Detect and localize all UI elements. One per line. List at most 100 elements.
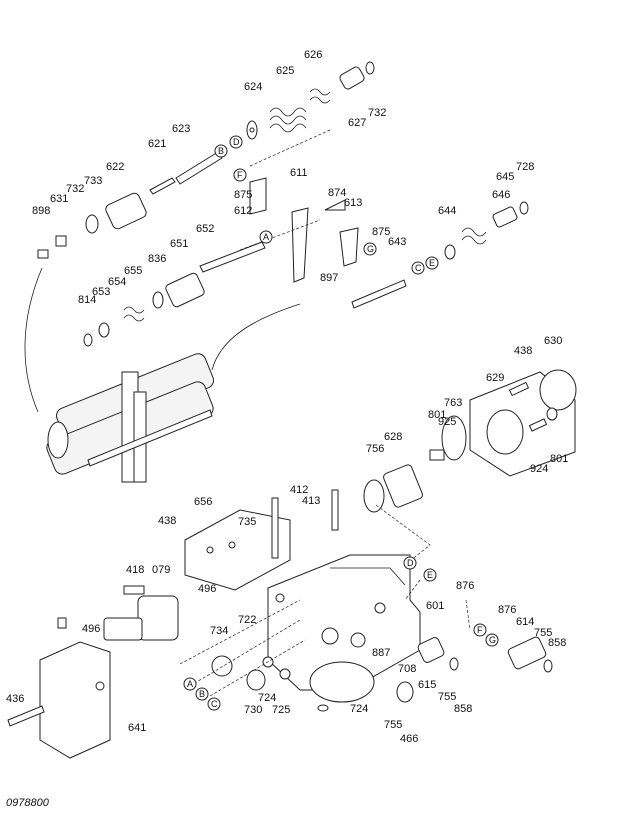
part-label: 655 xyxy=(124,265,142,277)
part-label: 732 xyxy=(66,183,84,195)
part-label: 724 xyxy=(258,692,276,704)
part-label: 708 xyxy=(398,663,416,675)
part-label: 898 xyxy=(32,205,50,217)
part-label: 732 xyxy=(368,107,386,119)
part-label: 876 xyxy=(498,604,516,616)
part-label: 924 xyxy=(530,463,548,475)
part-label: 624 xyxy=(244,81,262,93)
part-label: 646 xyxy=(492,189,510,201)
reference-letter: G xyxy=(367,244,374,254)
solenoid-079 xyxy=(103,585,179,641)
part-label: 496 xyxy=(198,583,216,595)
bracket-641 xyxy=(7,617,111,759)
part-label: 836 xyxy=(148,253,166,265)
part-label: 466 xyxy=(400,733,418,745)
reference-letter: A xyxy=(263,232,269,242)
part-label: 412 xyxy=(290,484,308,496)
part-label: 755 xyxy=(534,627,552,639)
part-label: 897 xyxy=(320,272,338,284)
part-label: 887 xyxy=(372,647,390,659)
part-label: 641 xyxy=(128,722,146,734)
part-label: 875 xyxy=(234,189,252,201)
reference-letter: A xyxy=(187,679,193,689)
part-label: 734 xyxy=(210,625,228,637)
arrow-left xyxy=(24,267,43,413)
reference-letter: F xyxy=(477,625,483,635)
reference-circle xyxy=(229,135,243,149)
reference-circle xyxy=(423,568,437,582)
part-number-labels: 6266256247326276236216227337326318988756… xyxy=(6,49,568,745)
reference-circle xyxy=(403,556,417,570)
part-label: 612 xyxy=(234,205,252,217)
part-label: 644 xyxy=(438,205,456,217)
reference-circle xyxy=(233,168,247,182)
reference-circle xyxy=(473,623,487,637)
reference-letter: D xyxy=(233,137,240,147)
reference-circle xyxy=(207,697,221,711)
part-label: 735 xyxy=(238,516,256,528)
part-label: 755 xyxy=(438,691,456,703)
part-label: 858 xyxy=(454,703,472,715)
reference-letter: E xyxy=(429,258,435,268)
part-label: 733 xyxy=(84,175,102,187)
part-label: 413 xyxy=(302,495,320,507)
part-label: 630 xyxy=(544,335,562,347)
part-label: 876 xyxy=(456,580,474,592)
part-label: 643 xyxy=(388,236,406,248)
reference-letter: B xyxy=(218,146,224,156)
reference-circle xyxy=(183,677,197,691)
part-label: 763 xyxy=(444,397,462,409)
part-label: 875 xyxy=(372,226,390,238)
part-label: 925 xyxy=(438,416,456,428)
part-label: 654 xyxy=(108,276,126,288)
spool-assembly-upper xyxy=(37,61,529,347)
part-label: 614 xyxy=(516,616,534,628)
part-label: 724 xyxy=(350,703,368,715)
part-label: 611 xyxy=(290,167,308,179)
reference-circle xyxy=(259,230,273,244)
part-label: 755 xyxy=(384,719,402,731)
part-label: 653 xyxy=(92,286,110,298)
part-label: 623 xyxy=(172,123,190,135)
part-label: 613 xyxy=(344,197,362,209)
reference-letter: B xyxy=(199,689,205,699)
part-label: 627 xyxy=(348,117,366,129)
reference-letter: F xyxy=(237,170,243,180)
reference-circle xyxy=(195,687,209,701)
part-label: 730 xyxy=(244,704,262,716)
part-label: 621 xyxy=(148,138,166,150)
reference-letter: D xyxy=(407,558,414,568)
reference-letter: G xyxy=(489,635,496,645)
part-label: 625 xyxy=(276,65,294,77)
figure-number: 0978800 xyxy=(6,797,50,809)
part-label: 496 xyxy=(82,623,100,635)
reference-circle xyxy=(411,261,425,275)
part-label: 725 xyxy=(272,704,290,716)
part-label: 858 xyxy=(548,637,566,649)
reference-circle xyxy=(214,144,228,158)
part-label: 622 xyxy=(106,161,124,173)
part-label: 418 xyxy=(126,564,144,576)
part-label: 626 xyxy=(304,49,322,61)
part-label: 079 xyxy=(152,564,170,576)
part-label: 652 xyxy=(196,223,214,235)
part-label: 756 xyxy=(366,443,384,455)
part-label: 801 xyxy=(550,453,568,465)
reference-letter: C xyxy=(415,263,422,273)
valve-body xyxy=(267,554,421,691)
part-label: 728 xyxy=(516,161,534,173)
part-label: 722 xyxy=(238,614,256,626)
part-label: 629 xyxy=(486,372,504,384)
part-label: 651 xyxy=(170,238,188,250)
reference-circle xyxy=(425,256,439,270)
part-label: 656 xyxy=(194,496,212,508)
part-label: 601 xyxy=(426,600,444,612)
assembled-spool-view xyxy=(46,353,215,483)
part-label: 436 xyxy=(6,693,24,705)
reference-letter: E xyxy=(427,570,433,580)
part-label: 801 xyxy=(428,409,446,421)
arrow-right xyxy=(211,303,301,371)
